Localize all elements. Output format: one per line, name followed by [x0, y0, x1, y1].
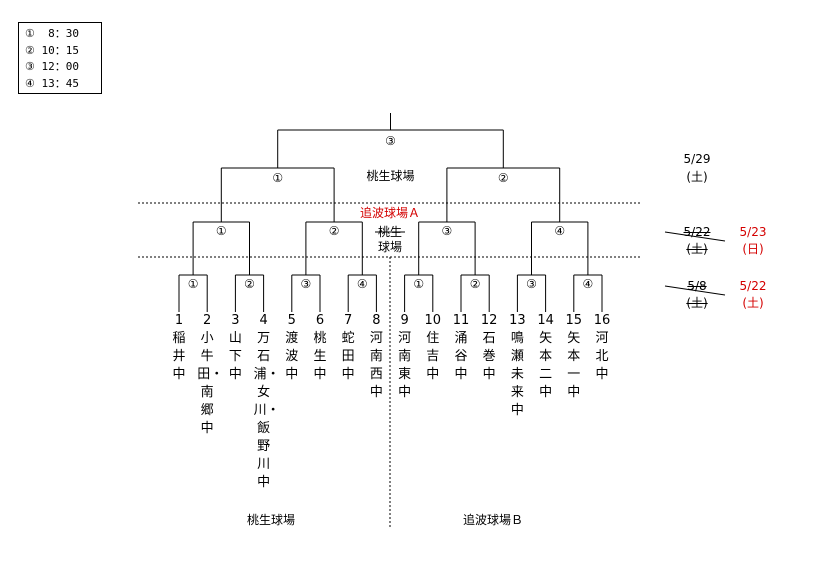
legend-row: ② 10：15 [25, 43, 101, 60]
r1-match-mark: ③ [301, 277, 312, 291]
team-name: 稲井中 [172, 331, 186, 382]
team-name: 石巻中 [482, 331, 496, 382]
qf-match-mark: ④ [554, 224, 565, 238]
team-name: 桃生中 [313, 331, 327, 382]
legend-mark: ④ [25, 76, 35, 90]
team-number: 10 [424, 313, 442, 328]
legend-mark: ③ [25, 60, 35, 73]
qf-match-mark: ③ [442, 224, 453, 238]
team-number: 13 [509, 313, 526, 328]
legend-time: 10：15 [41, 43, 80, 57]
legend-time: 8：30 [48, 27, 79, 40]
team-number: 16 [593, 313, 611, 328]
r1-match-mark: ② [470, 277, 481, 291]
legend-mark: ① [25, 27, 35, 40]
sf-match-mark: ① [272, 171, 283, 185]
qf-venue-original: 球場 [378, 240, 402, 254]
r1-match-mark: ① [413, 277, 424, 291]
team-name: 涌谷中 [454, 331, 468, 382]
team-number: 3 [231, 313, 240, 328]
team-number: 15 [565, 313, 583, 328]
team-name: 蛇田中 [341, 331, 355, 382]
r1-match-mark: ④ [583, 277, 594, 291]
final-match-mark: ③ [385, 134, 396, 148]
legend-row: ④ 13：45 [25, 76, 101, 93]
qf-match-mark: ② [329, 224, 340, 238]
team-name: 鳴瀬未来中 [510, 331, 524, 418]
time-legend: ① 8：30 ② 10：15 ③ 12：00 ④ 13：45 [18, 22, 102, 94]
qf-date-new: 5/23 [739, 225, 767, 239]
qf-date-strike [664, 231, 726, 242]
legend-mark: ② [25, 43, 35, 57]
r1-match-mark: ④ [357, 277, 368, 291]
venue-left-label: 桃生球場 [247, 513, 296, 527]
r1-match-mark: ③ [526, 277, 537, 291]
team-number: 11 [452, 313, 470, 328]
team-name: 矢本一中 [567, 331, 581, 400]
qf-date-old: 5/22 [683, 225, 711, 239]
final-day: (土) [686, 170, 708, 184]
legend-row: ③ 12：00 [25, 59, 101, 76]
team-number: 4 [259, 313, 268, 328]
legend-time: 13：45 [41, 76, 80, 90]
qf-day-old: (土) [686, 242, 708, 256]
team-name: 矢本二中 [539, 331, 553, 400]
r1-match-mark: ② [244, 277, 255, 291]
team-number: 2 [203, 313, 212, 328]
team-number: 1 [174, 313, 184, 328]
team-number: 5 [287, 313, 296, 328]
team-number: 12 [480, 313, 498, 328]
qf-day-new: (日) [742, 242, 764, 256]
final-date: 5/29 [683, 152, 711, 166]
r1-match-mark: ① [188, 277, 199, 291]
team-name: 万石浦・女川・飯野川中 [253, 331, 280, 490]
legend-row: ① 8：30 [25, 26, 101, 43]
team-number: 14 [537, 313, 554, 328]
team-number: 8 [372, 313, 381, 328]
sf-match-mark: ② [498, 171, 509, 185]
final-venue-label: 桃生球場 [366, 168, 414, 183]
team-number: 7 [344, 313, 353, 328]
team-name: 住吉中 [426, 331, 440, 382]
r1-date-old: 5/8 [687, 279, 707, 293]
r1-day-old: (土) [686, 296, 708, 310]
r1-date-strike [664, 285, 726, 296]
r1-date-new: 5/22 [739, 279, 767, 293]
team-name: 河北中 [595, 331, 609, 382]
team-name: 渡波中 [285, 331, 299, 382]
team-number: 9 [400, 313, 409, 328]
venue-right-label: 追波球場Ｂ [463, 513, 524, 527]
qf-venue-changed: 追波球場Ａ [360, 205, 420, 220]
team-name: 河南西中 [369, 331, 383, 400]
team-name: 山下中 [228, 331, 242, 382]
team-number: 6 [315, 313, 325, 328]
qf-match-mark: ① [216, 224, 227, 238]
team-name: 河南東中 [398, 331, 412, 400]
r1-day-new: (土) [742, 296, 764, 310]
legend-time: 12：00 [41, 60, 80, 73]
team-name: 小牛田・南郷中 [197, 331, 224, 436]
